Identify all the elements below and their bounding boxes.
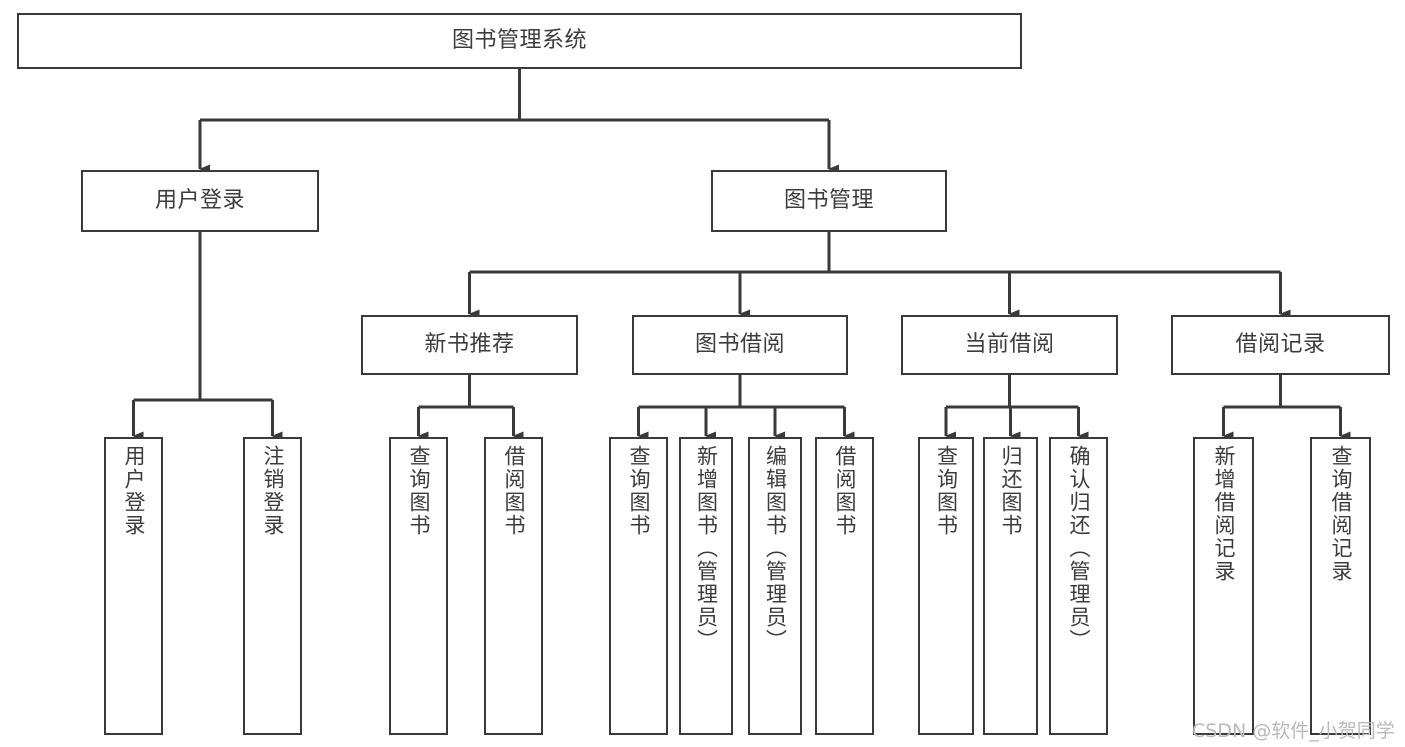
node-bookmgmt[interactable]: 图书管理 [711, 170, 947, 232]
node-label: 新增借阅记录 [1212, 445, 1236, 583]
node-label: 新书推荐 [424, 332, 515, 358]
node-leaf-cur-2[interactable]: 归还图书 [983, 437, 1038, 735]
node-label: 注销登录 [261, 445, 285, 537]
node-label: 新增图书（管理员） [694, 445, 719, 652]
node-leaf-rec-1[interactable]: 新增借阅记录 [1193, 437, 1254, 735]
node-records[interactable]: 借阅记录 [1171, 315, 1390, 375]
node-leaf-login-2[interactable]: 注销登录 [243, 437, 302, 735]
node-label: 用户登录 [154, 188, 245, 214]
connector-layer [132, 69, 1351, 441]
node-label: 借阅记录 [1235, 332, 1326, 358]
node-newbook[interactable]: 新书推荐 [361, 315, 578, 375]
node-leaf-new-1[interactable]: 查询图书 [389, 437, 448, 735]
node-leaf-cur-3[interactable]: 确认归还（管理员） [1049, 437, 1108, 735]
node-leaf-borrow-4[interactable]: 借阅图书 [815, 437, 874, 735]
node-label: 图书管理系统 [451, 28, 587, 54]
node-login[interactable]: 用户登录 [81, 170, 319, 232]
node-label: 编辑图书（管理员） [763, 445, 788, 652]
node-label: 当前借阅 [964, 332, 1055, 358]
node-label: 确认归还（管理员） [1067, 445, 1091, 652]
node-leaf-cur-1[interactable]: 查询图书 [918, 437, 974, 735]
node-label: 图书借阅 [694, 332, 785, 358]
node-label: 借阅图书 [502, 445, 526, 537]
node-leaf-borrow-3[interactable]: 编辑图书（管理员） [748, 437, 802, 735]
node-label: 查询图书 [627, 445, 651, 537]
node-label: 查询图书 [407, 445, 431, 537]
node-leaf-new-2[interactable]: 借阅图书 [484, 437, 543, 735]
node-leaf-borrow-1[interactable]: 查询图书 [609, 437, 668, 735]
node-leaf-rec-2[interactable]: 查询借阅记录 [1310, 437, 1371, 735]
node-label: 借阅图书 [833, 445, 857, 537]
node-borrow[interactable]: 图书借阅 [632, 315, 848, 375]
node-label: 查询图书 [934, 445, 959, 537]
node-label: 查询借阅记录 [1329, 445, 1353, 583]
node-label: 用户登录 [122, 445, 146, 537]
node-leaf-borrow-2[interactable]: 新增图书（管理员） [679, 437, 733, 735]
node-label: 图书管理 [783, 188, 874, 214]
node-root[interactable]: 图书管理系统 [17, 13, 1022, 69]
node-current[interactable]: 当前借阅 [901, 315, 1118, 375]
node-leaf-login-1[interactable]: 用户登录 [104, 437, 163, 735]
node-label: 归还图书 [999, 445, 1023, 537]
